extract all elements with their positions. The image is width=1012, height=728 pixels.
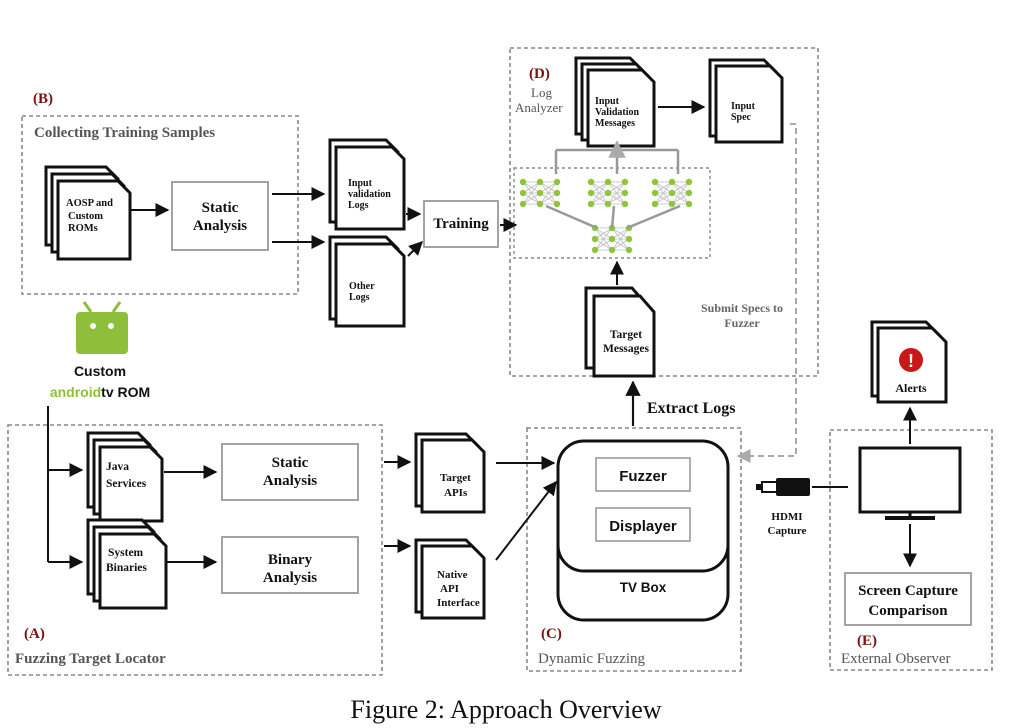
panel-c-frame <box>526 427 742 672</box>
other-logs-doc <box>328 235 406 328</box>
target-messages-doc <box>584 286 656 378</box>
panel-d-frame <box>509 47 819 377</box>
alerts-label: Alerts <box>895 381 927 395</box>
neural-network <box>519 178 693 254</box>
custom-rom-line2: androidtv ROM <box>50 384 150 400</box>
displayer-box <box>595 507 691 542</box>
arrow-otherlogs-to-training <box>407 241 423 257</box>
java-services-doc <box>86 431 164 523</box>
static-analysis-b-box <box>171 181 269 251</box>
figure-caption: Figure 2: Approach Overview <box>350 695 662 724</box>
panel-d-title-line1: Log <box>531 85 552 100</box>
native-api-doc <box>414 538 486 620</box>
hdmi-icon <box>756 478 848 496</box>
panel-a-frame <box>7 424 383 676</box>
panel-a-title: Fuzzing Target Locator <box>15 651 166 667</box>
tv-box-label: TV Box <box>620 580 667 595</box>
approach-overview-diagram: (B) Collecting Training Samples (A) Fuzz… <box>7 47 993 676</box>
panel-a-tag: (A) <box>24 626 45 642</box>
system-binaries-doc <box>86 518 168 610</box>
alert-symbol: ! <box>908 351 914 371</box>
training-box <box>423 200 499 248</box>
nn-output-connectors <box>554 140 680 174</box>
panel-b-frame <box>21 115 299 295</box>
panel-d-title-line2: Analyzer <box>515 100 563 115</box>
target-apis-doc <box>414 432 486 514</box>
input-validation-logs-doc <box>328 138 406 231</box>
panel-c-tag: (C) <box>541 626 562 642</box>
screen-capture-comparison-box <box>844 572 972 626</box>
panel-b-tag: (B) <box>33 91 53 107</box>
binary-analysis-box <box>221 536 359 594</box>
fuzzer-box <box>595 457 691 492</box>
monitor-icon <box>858 446 962 520</box>
neural-net-frame <box>513 167 711 259</box>
custom-rom-line1: Custom <box>74 363 126 379</box>
aosp-doc-stack <box>44 165 132 261</box>
panel-e-tag: (E) <box>857 633 877 649</box>
panel-e-title: External Observer <box>841 651 951 667</box>
arrow-nativeapi-to-tvbox <box>495 480 557 561</box>
panel-d-tag: (D) <box>529 66 550 82</box>
arrow-submit-specs <box>736 123 797 463</box>
displayer-label: Displayer <box>609 518 677 535</box>
alert-icon <box>899 348 923 372</box>
fuzzer-label: Fuzzer <box>619 468 667 485</box>
input-validation-messages-doc <box>574 56 656 148</box>
training-label: Training <box>433 216 489 232</box>
panel-c-title: Dynamic Fuzzing <box>538 651 646 667</box>
android-tv-icon <box>76 301 128 354</box>
static-analysis-a-box <box>221 443 359 501</box>
input-spec-doc <box>708 58 784 144</box>
extract-logs-label: Extract Logs <box>647 400 735 417</box>
panel-b-title: Collecting Training Samples <box>34 125 215 141</box>
